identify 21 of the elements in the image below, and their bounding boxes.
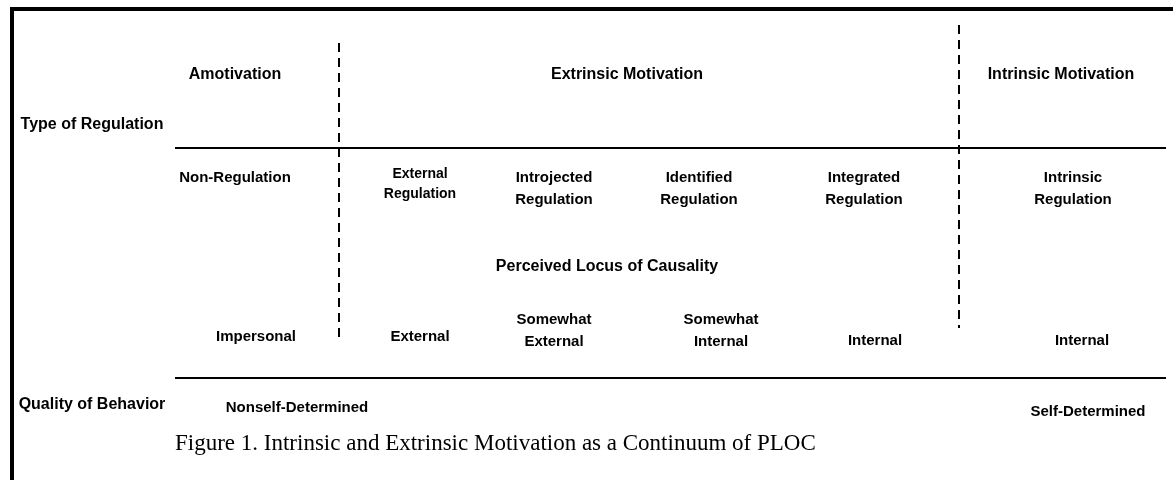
cell-text: Somewhat Internal [682,309,760,351]
cell-text: Intrinsic Regulation [1033,167,1113,209]
section-heading: Perceived Locus of Causality [494,256,720,276]
cell-text: Somewhat External [515,309,593,351]
row-heading: Type of Regulation [19,114,165,134]
cell-text: Identified Regulation [659,167,739,209]
cell-text: Non-Regulation [178,167,292,187]
figure-caption: Figure 1. Intrinsic and Extrinsic Motivation as a Continuum of PLOC [175,430,816,456]
cell-text: Integrated Regulation [824,167,904,209]
cell-text: Internal [846,330,904,350]
column-heading: Amotivation [187,64,283,84]
row-heading: Quality of Behavior [17,394,167,414]
cell-text: Introjected Regulation [514,167,594,209]
scale-label: Self-Determined [1029,401,1147,421]
column-heading: Extrinsic Motivation [550,64,704,84]
cell-text: Impersonal [215,326,297,346]
cell-text: Internal [1053,330,1111,350]
column-heading: Intrinsic Motivation [986,64,1136,84]
cell-text: External [389,326,451,346]
cell-text: External Regulation [382,164,458,204]
scale-label: Nonself-Determined [224,397,370,417]
